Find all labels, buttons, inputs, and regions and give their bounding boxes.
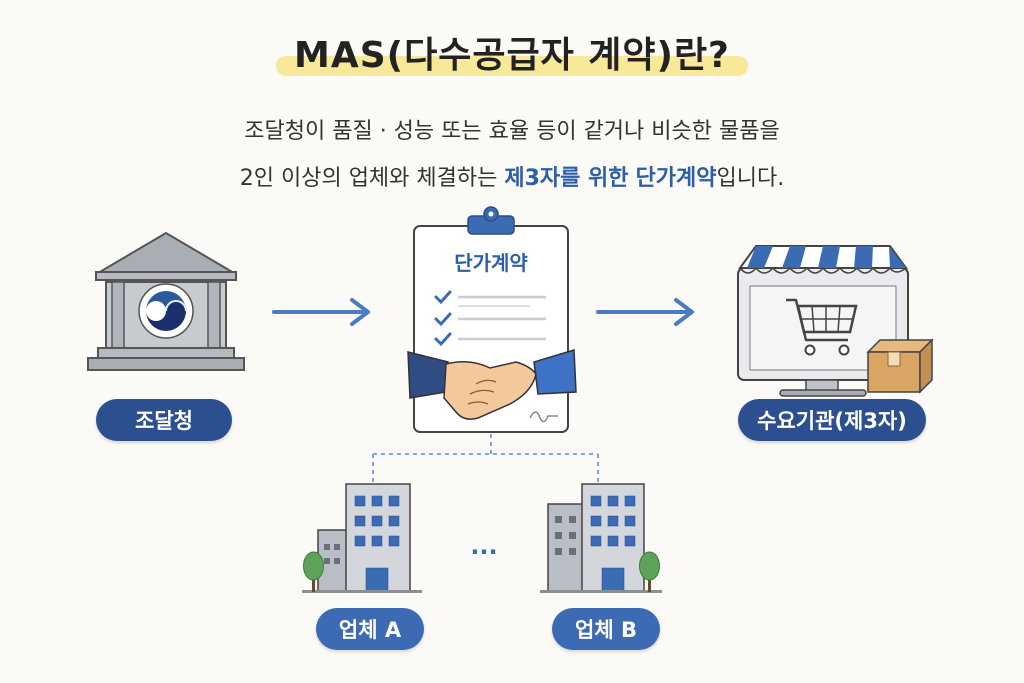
company-building-icon [302, 483, 422, 593]
description-line-2-suffix: 입니다. [716, 166, 785, 191]
government-emblem-icon [138, 283, 194, 339]
node-label-procurement: 조달청 [96, 399, 232, 441]
shop-awning-icon [738, 245, 908, 274]
contract-doc-title: 단가계약 [454, 251, 528, 275]
checklist [434, 290, 546, 347]
dashed-connector-lines [372, 434, 599, 484]
tree-icon [639, 551, 660, 592]
node-label-agency: 수요기관(제3자) [738, 399, 926, 441]
more-companies-ellipsis: ··· [470, 538, 497, 566]
node-label-company-a: 업체 A [316, 608, 424, 650]
government-building-icon [87, 231, 245, 371]
description-line-2: 2인 이상의 업체와 체결하는 제3자를 위한 단가계약입니다. [0, 160, 1024, 192]
description-line-1: 조달청이 품질 · 성능 또는 효율 등이 같거나 비슷한 물품을 [244, 119, 780, 144]
title-wrap: MAS(다수공급자 계약)란? [0, 26, 1024, 78]
company-building-icon [540, 483, 662, 593]
shopping-cart-icon [786, 298, 858, 356]
description-line-2-prefix: 2인 이상의 업체와 체결하는 [239, 166, 505, 191]
node-label-company-b: 업체 B [552, 608, 660, 650]
handshake-icon [407, 349, 577, 420]
arrow-right-icon [272, 298, 370, 326]
page-title: MAS(다수공급자 계약)란? [276, 26, 748, 78]
signature-icon [529, 411, 558, 423]
arrow-right-icon [596, 298, 694, 326]
highlight-third-party: 제3자를 위한 [504, 166, 629, 191]
online-shop-monitor-icon [737, 245, 934, 397]
package-box-icon [866, 338, 934, 394]
tree-icon [303, 551, 324, 592]
highlight-unit-price-contract: 단가계약 [635, 166, 717, 191]
